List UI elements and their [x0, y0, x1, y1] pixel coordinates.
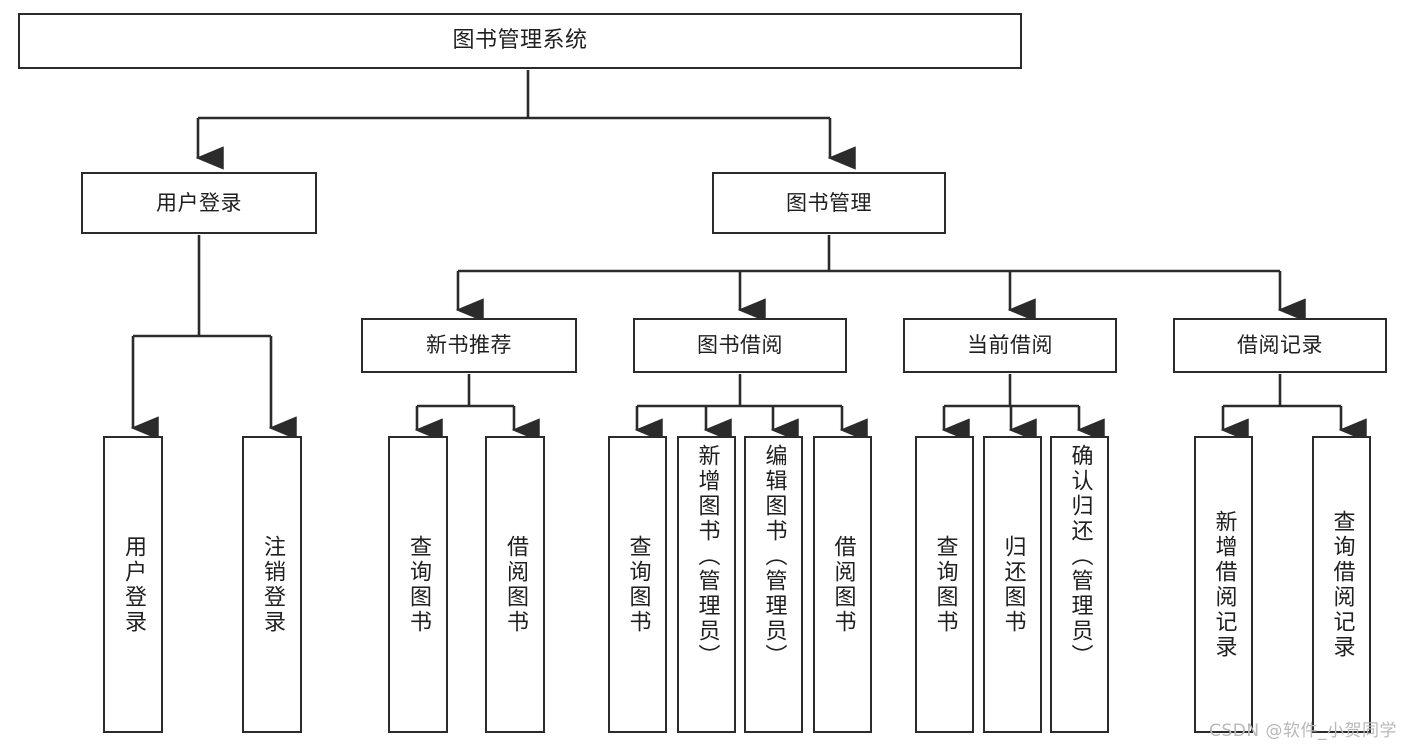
- leaf-current-borrow-return-label: 归还图书: [1000, 534, 1026, 635]
- node-book-management-label: 图书管理: [786, 190, 872, 215]
- node-book-management[interactable]: 图书管理: [712, 172, 946, 234]
- node-book-borrow[interactable]: 图书借阅: [633, 318, 847, 373]
- node-current-borrow[interactable]: 当前借阅: [903, 318, 1117, 373]
- leaf-book-borrow-edit[interactable]: 编辑图书（管理员）: [744, 436, 803, 733]
- node-current-borrow-label: 当前借阅: [967, 333, 1053, 358]
- node-borrow-record[interactable]: 借阅记录: [1173, 318, 1387, 373]
- leaf-book-borrow-query-label: 查询图书: [625, 534, 651, 635]
- leaf-book-borrow-edit-label: 编辑图书（管理员）: [761, 444, 787, 669]
- leaf-book-borrow-borrow[interactable]: 借阅图书: [813, 436, 872, 733]
- node-new-book-recommend-label: 新书推荐: [426, 333, 512, 358]
- leaf-current-borrow-confirm-label: 确认归还（管理员）: [1067, 444, 1093, 669]
- leaf-new-book-borrow-label: 借阅图书: [503, 534, 528, 635]
- leaf-current-borrow-confirm[interactable]: 确认归还（管理员）: [1050, 436, 1109, 733]
- leaf-book-borrow-query[interactable]: 查询图书: [608, 436, 667, 733]
- leaf-borrow-record-query-label: 查询借阅记录: [1329, 509, 1355, 660]
- leaf-user-login-login[interactable]: 用户登录: [103, 436, 163, 733]
- leaf-current-borrow-query[interactable]: 查询图书: [915, 436, 974, 733]
- node-user-login[interactable]: 用户登录: [81, 172, 317, 234]
- node-root-label: 图书管理系统: [452, 28, 588, 54]
- leaf-new-book-query[interactable]: 查询图书: [388, 436, 448, 733]
- leaf-user-login-logout[interactable]: 注销登录: [242, 436, 302, 733]
- leaf-borrow-record-query[interactable]: 查询借阅记录: [1312, 436, 1371, 733]
- csdn-watermark: CSDN @软件_小贺同学: [1209, 721, 1397, 741]
- leaf-borrow-record-add[interactable]: 新增借阅记录: [1194, 436, 1253, 733]
- leaf-new-book-borrow[interactable]: 借阅图书: [485, 436, 545, 733]
- leaf-book-borrow-add-label: 新增图书（管理员）: [694, 444, 720, 669]
- leaf-book-borrow-add[interactable]: 新增图书（管理员）: [677, 436, 736, 733]
- node-root[interactable]: 图书管理系统: [18, 13, 1022, 69]
- leaf-borrow-record-add-label: 新增借阅记录: [1211, 509, 1237, 660]
- node-new-book-recommend[interactable]: 新书推荐: [361, 318, 577, 373]
- leaf-current-borrow-return[interactable]: 归还图书: [983, 436, 1042, 733]
- leaf-user-login-login-label: 用户登录: [121, 534, 146, 635]
- leaf-user-login-logout-label: 注销登录: [260, 534, 285, 635]
- node-borrow-record-label: 借阅记录: [1237, 333, 1323, 358]
- leaf-new-book-query-label: 查询图书: [406, 534, 431, 635]
- node-user-login-label: 用户登录: [156, 190, 242, 215]
- node-book-borrow-label: 图书借阅: [697, 333, 783, 358]
- leaf-book-borrow-borrow-label: 借阅图书: [830, 534, 856, 635]
- leaf-current-borrow-query-label: 查询图书: [932, 534, 958, 635]
